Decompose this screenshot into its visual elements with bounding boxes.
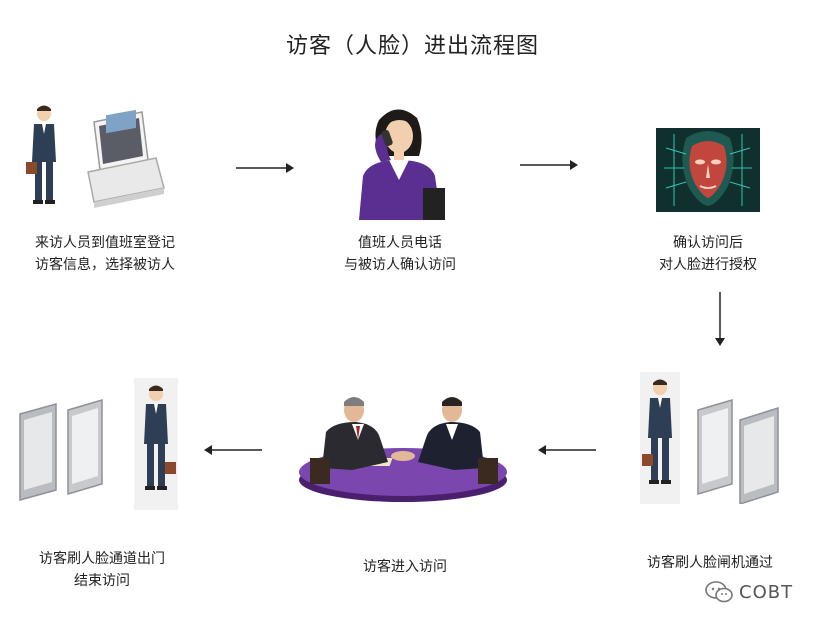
arrow-3-down <box>714 292 726 348</box>
step-1-line1: 来访人员到值班室登记 <box>35 235 175 251</box>
watermark-text: COBT <box>739 581 794 603</box>
step-6-image <box>16 378 178 510</box>
step-3-line2: 对人脸进行授权 <box>659 257 757 273</box>
step-1-line2: 访客信息，选择被访人 <box>35 257 175 273</box>
step-2-caption: 值班人员电话 与被访人确认访问 <box>305 232 495 276</box>
wechat-icon <box>705 581 733 603</box>
step-6-line1: 访客刷人脸通道出门 <box>39 551 165 567</box>
step-4-image <box>640 372 800 506</box>
face-scan-icon <box>656 128 760 212</box>
step-4-caption: 访客刷人脸闸机通过 <box>610 552 810 574</box>
step-2-line2: 与被访人确认访问 <box>344 257 456 273</box>
watermark: COBT <box>705 580 793 604</box>
step-1-caption: 来访人员到值班室登记 访客信息，选择被访人 <box>10 232 200 276</box>
step-2-image <box>345 102 455 220</box>
operator-on-phone-icon <box>359 109 445 220</box>
step-4-line1: 访客刷人脸闸机通过 <box>647 555 773 571</box>
arrow-5-left <box>204 444 262 456</box>
arrow-1-right <box>236 162 296 174</box>
diagram-title: 访客（人脸）进出流程图 <box>285 34 539 59</box>
step-3-line1: 确认访问后 <box>673 235 743 251</box>
step-2-line1: 值班人员电话 <box>358 235 442 251</box>
arrow-2-right <box>520 159 580 171</box>
exit-gate-icon <box>19 378 178 510</box>
step-5-image <box>292 388 514 508</box>
step-3-caption: 确认访问后 对人脸进行授权 <box>610 232 806 276</box>
step-5-line1: 访客进入访问 <box>363 559 447 575</box>
meeting-table-icon <box>299 397 507 502</box>
arrow-4-left <box>538 444 596 456</box>
step-1-image <box>22 100 182 210</box>
step-6-caption: 访客刷人脸通道出门 结束访问 <box>2 548 202 592</box>
visitor-at-gate-icon <box>640 372 779 506</box>
step-6-line2: 结束访问 <box>74 573 130 589</box>
visitor-at-kiosk-icon <box>26 105 165 208</box>
step-3-image <box>656 128 760 212</box>
step-5-caption: 访客进入访问 <box>305 556 505 578</box>
